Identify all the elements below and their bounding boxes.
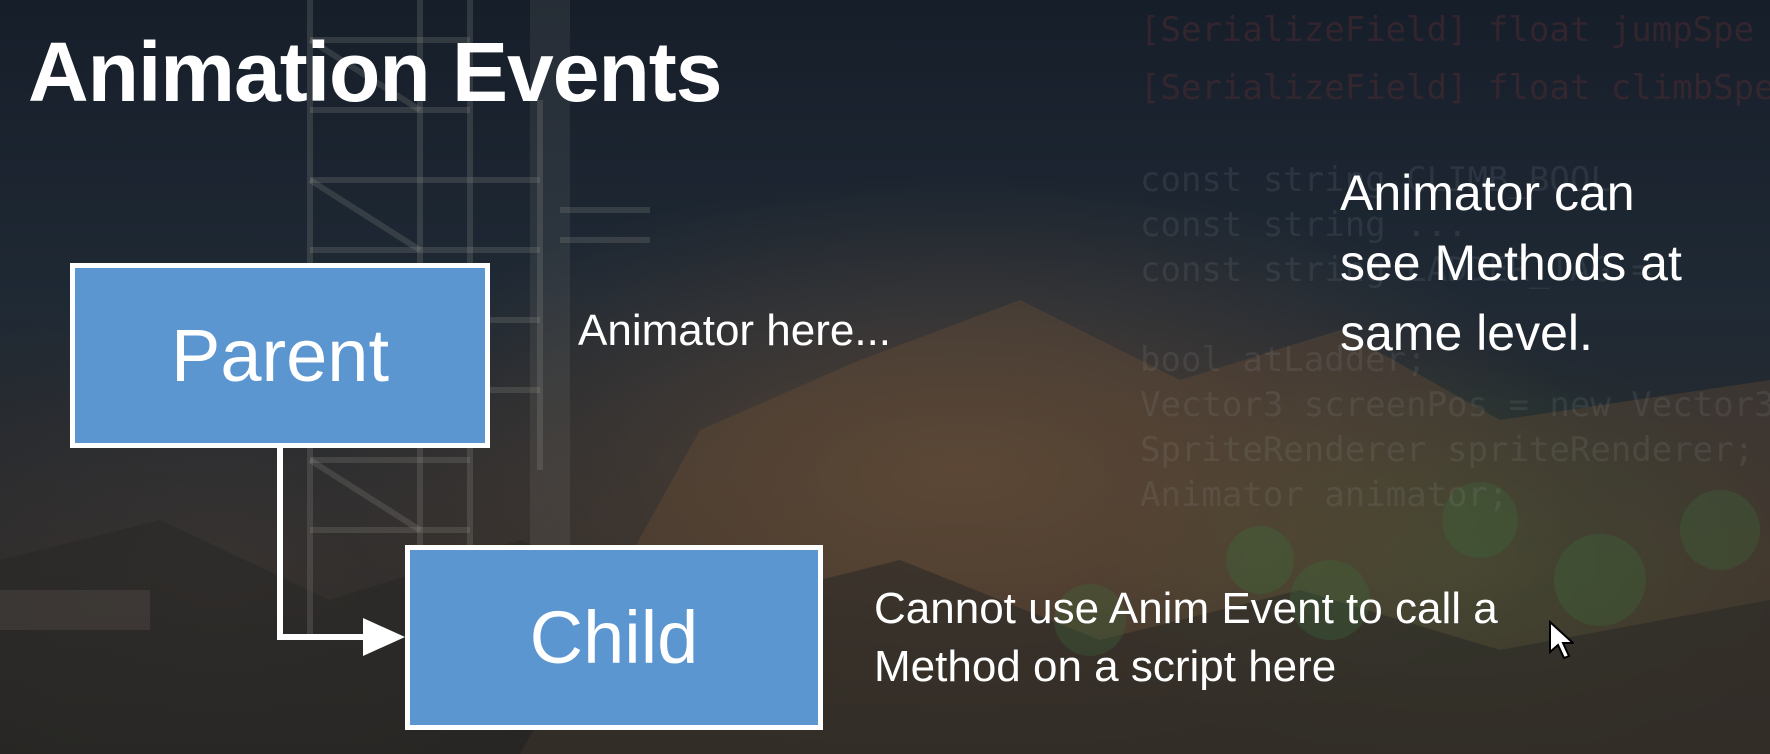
tree-shape (1554, 534, 1646, 626)
animator-note-line: same level. (1340, 305, 1593, 361)
code-line: SpriteRenderer spriteRenderer; (1140, 430, 1755, 470)
arrow-right-icon (363, 618, 405, 656)
tree-shape (1442, 482, 1518, 558)
animator-note-line: see Methods at (1340, 235, 1682, 291)
code-line: const string ... (1140, 205, 1468, 245)
code-line: Animator animator; (1140, 475, 1509, 515)
code-line: bool atLadder; (1140, 340, 1427, 380)
tree-shape (1054, 584, 1126, 656)
child-note: Cannot use Anim Event to call a Method o… (874, 580, 1634, 696)
parent-label: Parent (170, 314, 390, 397)
child-note-line: Method on a script here (874, 642, 1337, 691)
child-label: Child (529, 596, 699, 679)
tree-shape (1226, 526, 1294, 594)
mouse-pointer-icon (1549, 620, 1574, 660)
code-line: const string CLIMB_BOOL (1140, 160, 1611, 200)
parent-box: Parent (70, 263, 490, 448)
child-box: Child (405, 545, 823, 730)
code-line: Vector3 screenPos = new Vector3 (1140, 385, 1770, 425)
connector-line (277, 448, 368, 640)
tree-shape (1290, 560, 1370, 640)
tree-shape (1680, 490, 1760, 570)
animator-note: Animator can see Methods at same level. (1340, 158, 1760, 368)
slide-title: Animation Events (28, 25, 722, 119)
child-note-line: Cannot use Anim Event to call a (874, 584, 1498, 633)
parent-note: Animator here... (578, 306, 892, 355)
platform-shape (0, 590, 150, 630)
code-line: [SerializeField] float climbSpe (1140, 68, 1770, 108)
animator-note-line: Animator can (1340, 165, 1635, 221)
code-line: [SerializeField] float jumpSpe (1140, 10, 1755, 50)
code-line: const string LADDER_TAG = (1140, 250, 1673, 290)
